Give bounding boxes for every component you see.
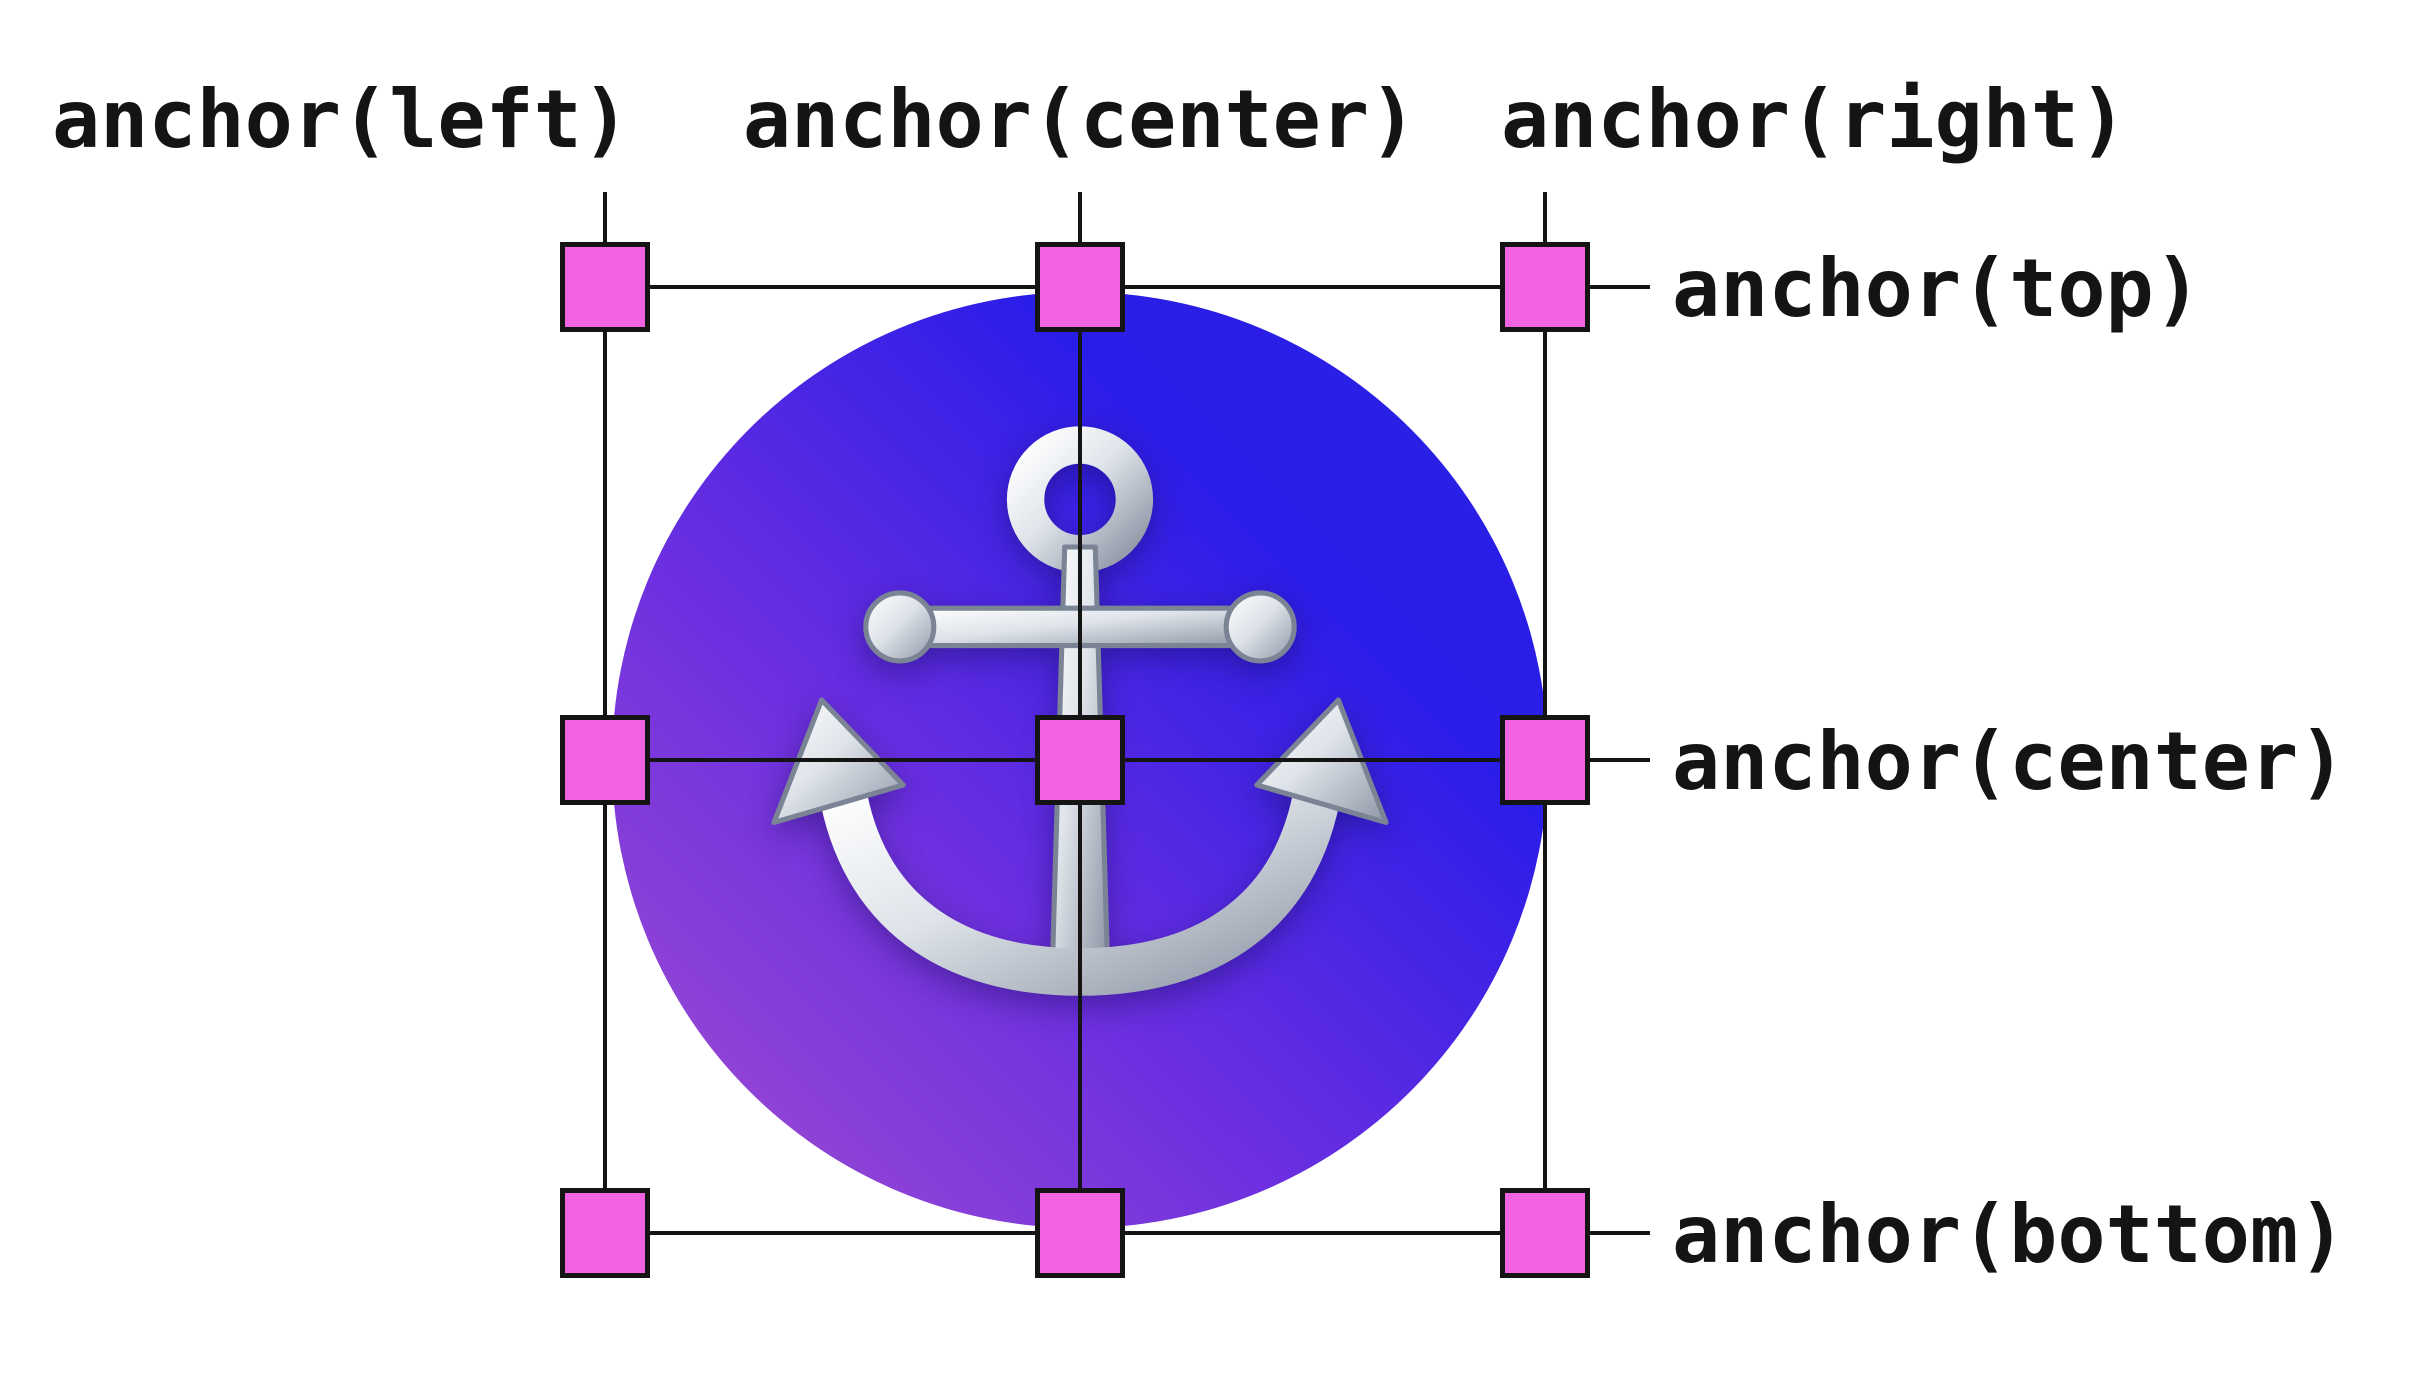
label-anchor-left: anchor(left): [52, 73, 630, 166]
handle-center-right: [1500, 715, 1590, 805]
handle-center-left: [560, 715, 650, 805]
handle-bottom-center: [1035, 1188, 1125, 1278]
handle-top-left: [560, 242, 650, 332]
label-anchor-center-x: anchor(center): [742, 73, 1418, 166]
label-anchor-bottom: anchor(bottom): [1672, 1188, 2347, 1281]
grid-line-horizontal-top: [605, 285, 1650, 289]
handle-bottom-left: [560, 1188, 650, 1278]
grid-line-horizontal-bottom: [605, 1231, 1650, 1235]
handle-top-center: [1035, 242, 1125, 332]
label-anchor-right: anchor(right): [1501, 73, 2128, 166]
grid-line-vertical-center: [1078, 192, 1082, 1235]
handle-top-right: [1500, 242, 1590, 332]
label-anchor-top: anchor(top): [1672, 242, 2202, 335]
handle-center-center: [1035, 715, 1125, 805]
grid-line-vertical-left: [603, 192, 607, 1235]
label-anchor-center-y: anchor(center): [1672, 715, 2347, 808]
grid-line-horizontal-center: [605, 758, 1650, 762]
handle-bottom-right: [1500, 1188, 1590, 1278]
grid-line-vertical-right: [1543, 192, 1547, 1235]
